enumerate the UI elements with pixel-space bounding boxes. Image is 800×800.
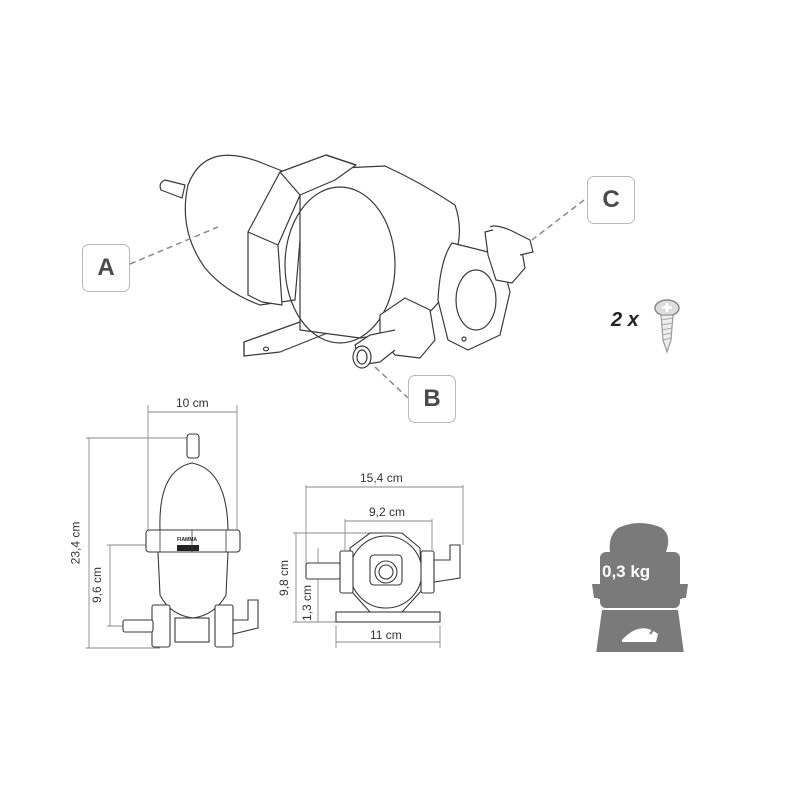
- scale-weight-icon: [592, 523, 688, 652]
- dimension-side-base-width: 11 cm: [370, 628, 402, 642]
- dimension-side-port-spacing: 9,2 cm: [369, 505, 406, 519]
- dimension-side-overall-width: 15,4 cm: [360, 471, 403, 485]
- screw-icon: [654, 299, 680, 354]
- dimension-side-base-height: 1,3 cm: [300, 584, 315, 622]
- brand-label: FIAMMA: [177, 537, 197, 543]
- callout-a: A: [82, 244, 130, 292]
- screw-quantity: 2 x: [611, 309, 639, 331]
- dimension-front-width: 10 cm: [176, 396, 209, 410]
- callout-b: B: [408, 375, 456, 423]
- weight-value: 0,3 kg: [602, 562, 651, 581]
- callout-c: C: [587, 176, 635, 224]
- dimension-side-height: 9,8 cm: [277, 559, 292, 597]
